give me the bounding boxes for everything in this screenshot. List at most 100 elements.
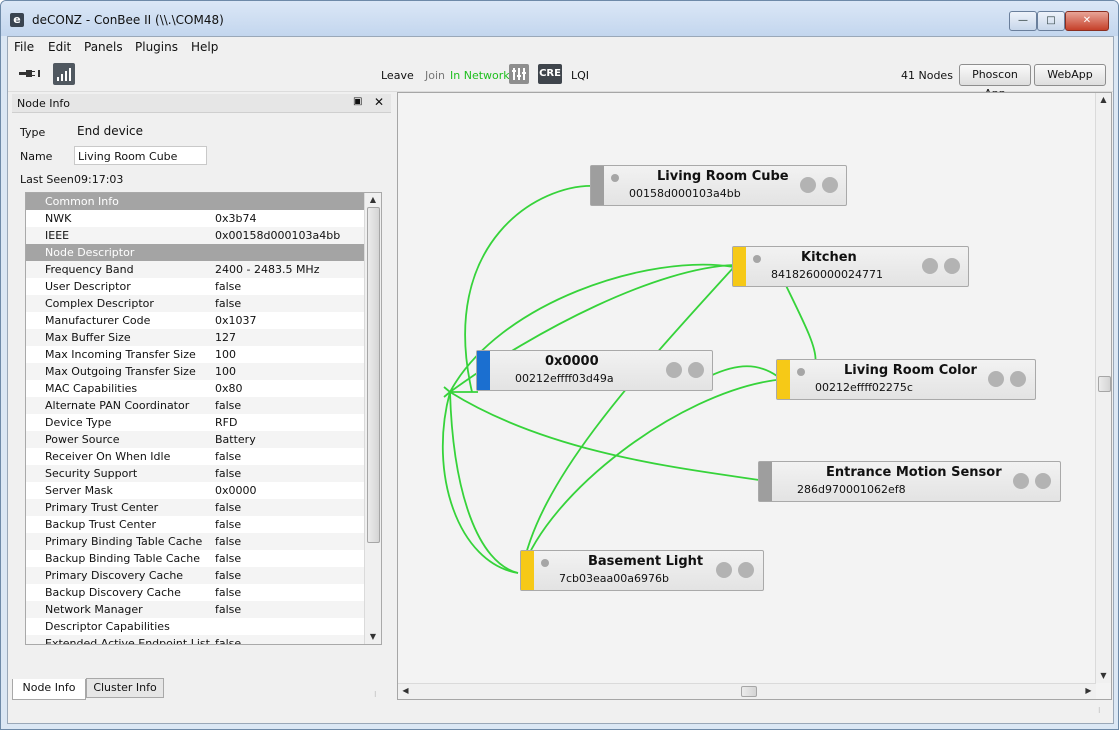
node-kitchen[interactable]: Kitchen 8418260000024771 (732, 246, 969, 287)
endpoint-icon[interactable] (822, 177, 838, 193)
endpoint-icon[interactable] (716, 562, 732, 578)
scroll-up-icon[interactable]: ▲ (1100, 95, 1107, 104)
window-resize-grip-icon[interactable]: ⁝ (1098, 706, 1101, 715)
menu-help[interactable]: Help (191, 40, 219, 54)
scroll-right-icon[interactable]: ▶ (1085, 686, 1092, 695)
property-name: Network Manager (45, 603, 143, 616)
join-button[interactable]: Join (425, 69, 446, 82)
tree-scrollbar[interactable]: ▲ ▼ (364, 193, 381, 644)
menu-panels[interactable]: Panels (84, 40, 123, 54)
name-label: Name (20, 150, 53, 163)
phoscon-app-button[interactable]: Phoscon App (959, 64, 1031, 100)
graph-horizontal-scrollbar[interactable]: ◀ ▶ (398, 683, 1096, 699)
node-entrance-motion-sensor[interactable]: Entrance Motion Sensor 286d970001062ef8 (758, 461, 1061, 502)
node-info-panel-header[interactable]: Node Info ▣ ✕ (12, 94, 391, 113)
endpoint-icon[interactable] (800, 177, 816, 193)
endpoint-icon[interactable] (738, 562, 754, 578)
property-name: Backup Discovery Cache (45, 586, 181, 599)
graph-vscroll-thumb[interactable] (1098, 376, 1111, 392)
minimize-button[interactable]: — (1009, 11, 1037, 31)
resize-grip-icon[interactable]: ⁝ (374, 690, 377, 699)
property-value: 0x80 (215, 382, 243, 395)
scroll-down-icon[interactable]: ▼ (1100, 671, 1107, 680)
property-value: false (215, 450, 242, 463)
tab-cluster-info[interactable]: Cluster Info (86, 678, 164, 698)
tree-scroll-thumb[interactable] (367, 207, 380, 543)
leave-button[interactable]: Leave (381, 69, 414, 82)
property-value: false (215, 569, 242, 582)
toolbar: Leave Join In Network CRE LQI 41 Nodes P… (8, 57, 1113, 100)
maximize-button[interactable]: □ (1037, 11, 1065, 31)
lqi-button[interactable]: LQI (571, 69, 590, 82)
menu-edit[interactable]: Edit (48, 40, 72, 54)
endpoint-icon[interactable] (688, 362, 704, 378)
endpoint-icon[interactable] (922, 258, 938, 274)
scroll-left-icon[interactable]: ◀ (402, 686, 409, 695)
name-input[interactable]: Living Room Cube (74, 146, 207, 165)
menu-file[interactable]: File (14, 40, 35, 54)
property-name: Max Incoming Transfer Size (45, 348, 196, 361)
scroll-down-icon[interactable]: ▼ (369, 632, 377, 641)
node-address: 286d970001062ef8 (797, 483, 906, 496)
property-value: false (215, 552, 242, 565)
in-network-status[interactable]: In Network (450, 69, 510, 82)
tab-node-info[interactable]: Node Info (12, 679, 86, 700)
node-name: Living Room Color (844, 363, 977, 378)
endpoint-icon[interactable] (1013, 473, 1029, 489)
sliders-icon[interactable] (509, 64, 529, 84)
tree-row[interactable]: Descriptor Capabilities (26, 618, 364, 635)
plug-icon[interactable] (19, 68, 41, 80)
tree-section-header[interactable]: Node Descriptor (26, 244, 364, 261)
cre-button[interactable]: CRE (538, 64, 562, 84)
node-coordinator[interactable]: 0x0000 00212effff03d49a (476, 350, 713, 391)
property-value: false (215, 399, 242, 412)
network-graph-view[interactable]: Living Room Cube 00158d000103a4bb Kitche… (397, 92, 1112, 700)
endpoint-icon[interactable] (1035, 473, 1051, 489)
endpoint-icon[interactable] (1010, 371, 1026, 387)
title-bar[interactable]: e deCONZ - ConBee II (\\.\COM48) — □ ✕ (1, 1, 1118, 36)
node-basement-light[interactable]: Basement Light 7cb03eaa00a6976b (520, 550, 764, 591)
tree-section-header[interactable]: Common Info (26, 193, 364, 210)
webapp-button[interactable]: WebApp (1034, 64, 1106, 86)
node-living-room-color[interactable]: Living Room Color 00212effff02275c (776, 359, 1036, 400)
undock-icon[interactable]: ▣ (353, 96, 363, 107)
graph-hscroll-thumb[interactable] (741, 686, 757, 697)
node-info-panel: Node Info ▣ ✕ Type End device Name Livin… (12, 94, 391, 704)
endpoint-icon[interactable] (988, 371, 1004, 387)
endpoint-icon[interactable] (944, 258, 960, 274)
endpoint-icon[interactable] (666, 362, 682, 378)
signal-strength-icon[interactable] (53, 63, 75, 85)
type-value: End device (77, 124, 144, 138)
menu-plugins[interactable]: Plugins (135, 40, 178, 54)
scroll-up-icon[interactable]: ▲ (369, 195, 377, 204)
close-panel-icon[interactable]: ✕ (374, 95, 385, 109)
close-window-button[interactable]: ✕ (1065, 11, 1109, 31)
graph-vertical-scrollbar[interactable]: ▲ ▼ (1095, 93, 1111, 683)
node-living-room-cube[interactable]: Living Room Cube 00158d000103a4bb (590, 165, 847, 206)
